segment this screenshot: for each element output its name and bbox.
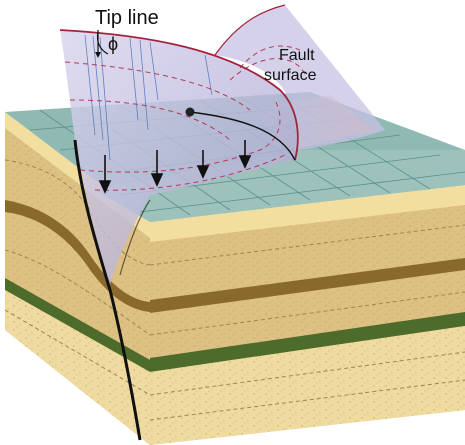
rupture-ray [189, 111, 296, 161]
front-brown-layer [5, 200, 150, 312]
right-top-sand [150, 185, 465, 242]
tip-line-upper [214, 4, 286, 56]
top-surface-right-block [95, 150, 465, 222]
slip-arrows [98, 140, 252, 194]
fault-surface-label-line1: Fault [279, 47, 315, 64]
fault-surface-label-line2: surface [264, 67, 317, 84]
right-green-layer [150, 312, 465, 372]
slip-lines [84, 34, 213, 161]
fault-plane [59, 4, 385, 285]
fault-trace-upper [119, 199, 151, 276]
angle-phi-label: ϕ [108, 34, 118, 54]
tip-line-label: Tip line [95, 7, 159, 29]
block-right-face [4, 159, 465, 445]
right-brown-layer [150, 258, 465, 313]
fault-trace [73, 139, 142, 441]
hypocenter-dot [185, 107, 195, 117]
phi-arrow-head [95, 52, 101, 58]
fault-plane-upper [215, 5, 385, 150]
front-green-layer [5, 278, 150, 372]
tip-line [59, 29, 299, 161]
